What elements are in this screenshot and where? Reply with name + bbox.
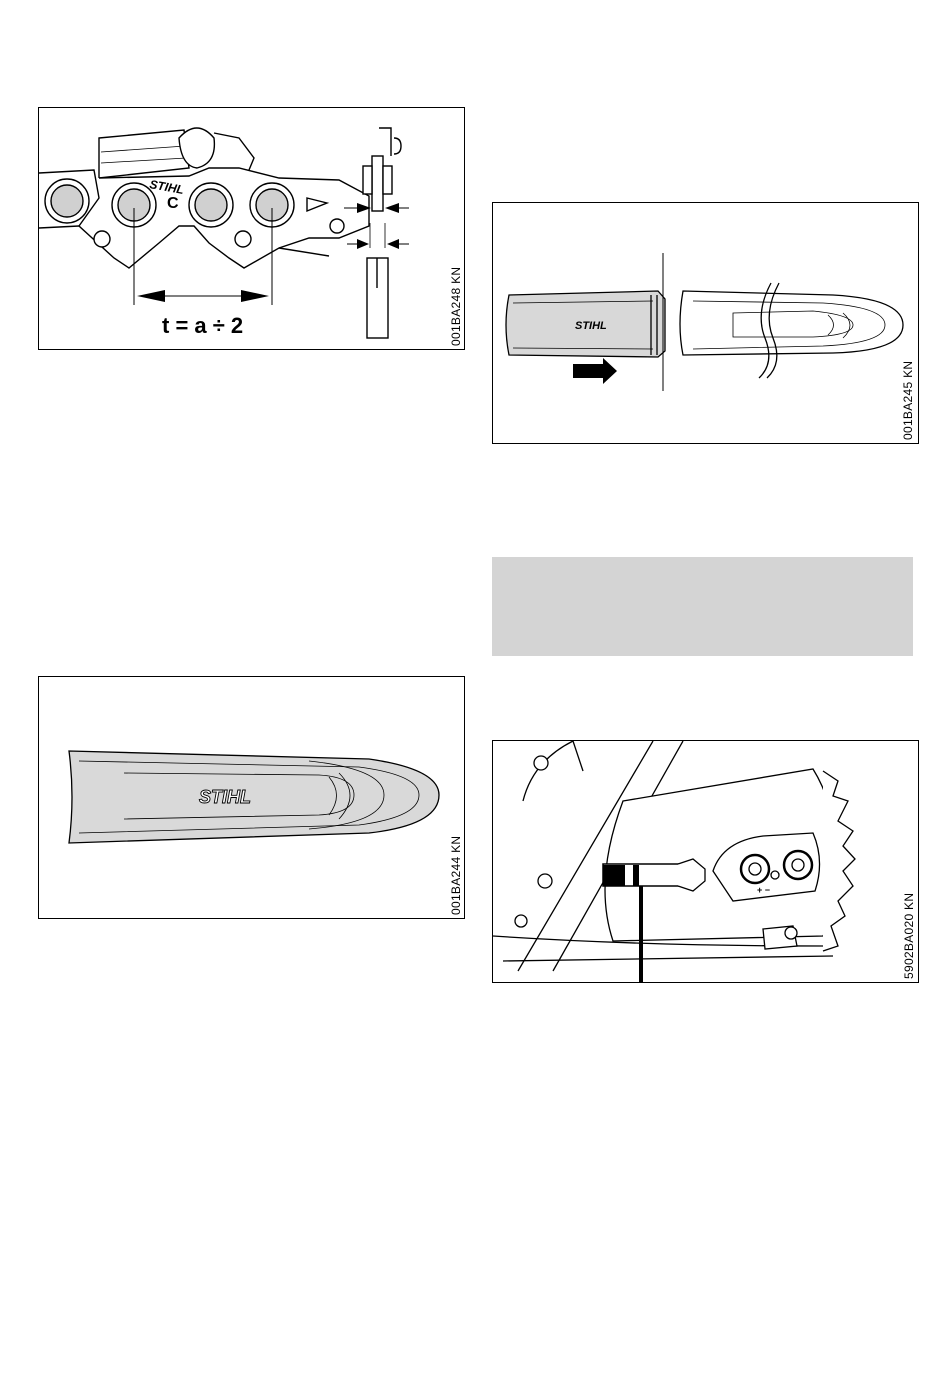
- figure-code: 5902BA020 KN: [902, 893, 916, 979]
- figure-code: 001BA244 KN: [449, 836, 463, 915]
- brand-logo: STIHL: [575, 320, 607, 332]
- pitch-formula: t = a ÷ 2: [162, 313, 243, 339]
- brand-logo: STIHL: [199, 787, 251, 807]
- scabbard-figure: STIHL 001BA244 KN: [38, 676, 465, 919]
- scabbard-illustration: STIHL: [39, 677, 465, 919]
- tensioner-figure: + − 5902BA020 KN: [492, 740, 919, 983]
- scabbard-fit-illustration: STIHL: [493, 203, 919, 444]
- figure-code: 001BA248 KN: [449, 267, 463, 346]
- chain-illustration: STIHL: [39, 108, 465, 350]
- tension-direction-label: + −: [757, 885, 770, 895]
- note-box: [492, 557, 913, 656]
- chain-pitch-figure: STIHL t = a ÷ 2 C 001BA248 KN: [38, 107, 465, 350]
- figure-code: 001BA245 KN: [901, 361, 915, 440]
- chain-mark-c: C: [167, 195, 179, 213]
- wrench-handle: [603, 865, 625, 886]
- tensioner-illustration: + −: [493, 741, 919, 983]
- scabbard-fit-figure: STIHL 001BA245 KN: [492, 202, 919, 444]
